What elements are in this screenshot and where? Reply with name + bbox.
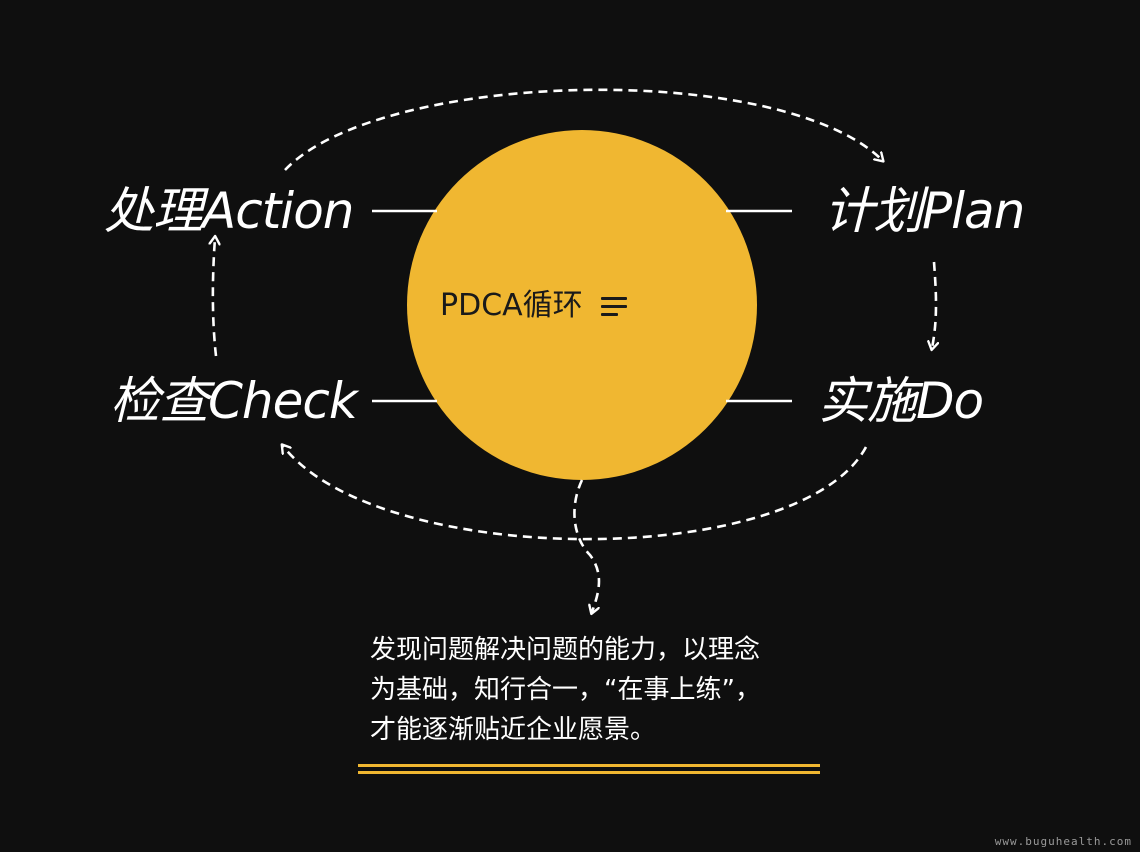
center-title: PDCA循环 xyxy=(440,288,583,323)
arrow-to-description xyxy=(573,479,601,612)
stage-do-label: 实施Do xyxy=(818,372,984,430)
description-line-2: 为基础，知行合一，“在事上练”， xyxy=(370,675,761,705)
description-line-1: 发现问题解决问题的能力，以理念 xyxy=(370,635,761,665)
description-line-3: 才能逐渐贴近企业愿景。 xyxy=(370,715,657,745)
stage-check-label: 检查Check xyxy=(110,372,358,430)
stage-plan-label: 计划Plan xyxy=(824,182,1025,240)
description-text: 发现问题解决问题的能力，以理念 为基础，知行合一，“在事上练”， 才能逐渐贴近企… xyxy=(370,630,830,750)
watermark: www.buguhealth.com xyxy=(994,835,1132,848)
arrow-action-to-plan xyxy=(284,88,882,171)
arrow-plan-to-do xyxy=(932,261,936,348)
center-circle xyxy=(407,130,757,480)
description-underline-bottom xyxy=(358,771,820,774)
menu-lines-icon xyxy=(600,296,627,316)
description-underline-top xyxy=(358,764,820,767)
stage-action-label: 处理Action xyxy=(104,182,354,240)
arrow-check-to-action xyxy=(213,238,216,357)
arrow-do-to-check xyxy=(283,446,868,541)
center-title-group: PDCA循环 xyxy=(440,286,690,326)
